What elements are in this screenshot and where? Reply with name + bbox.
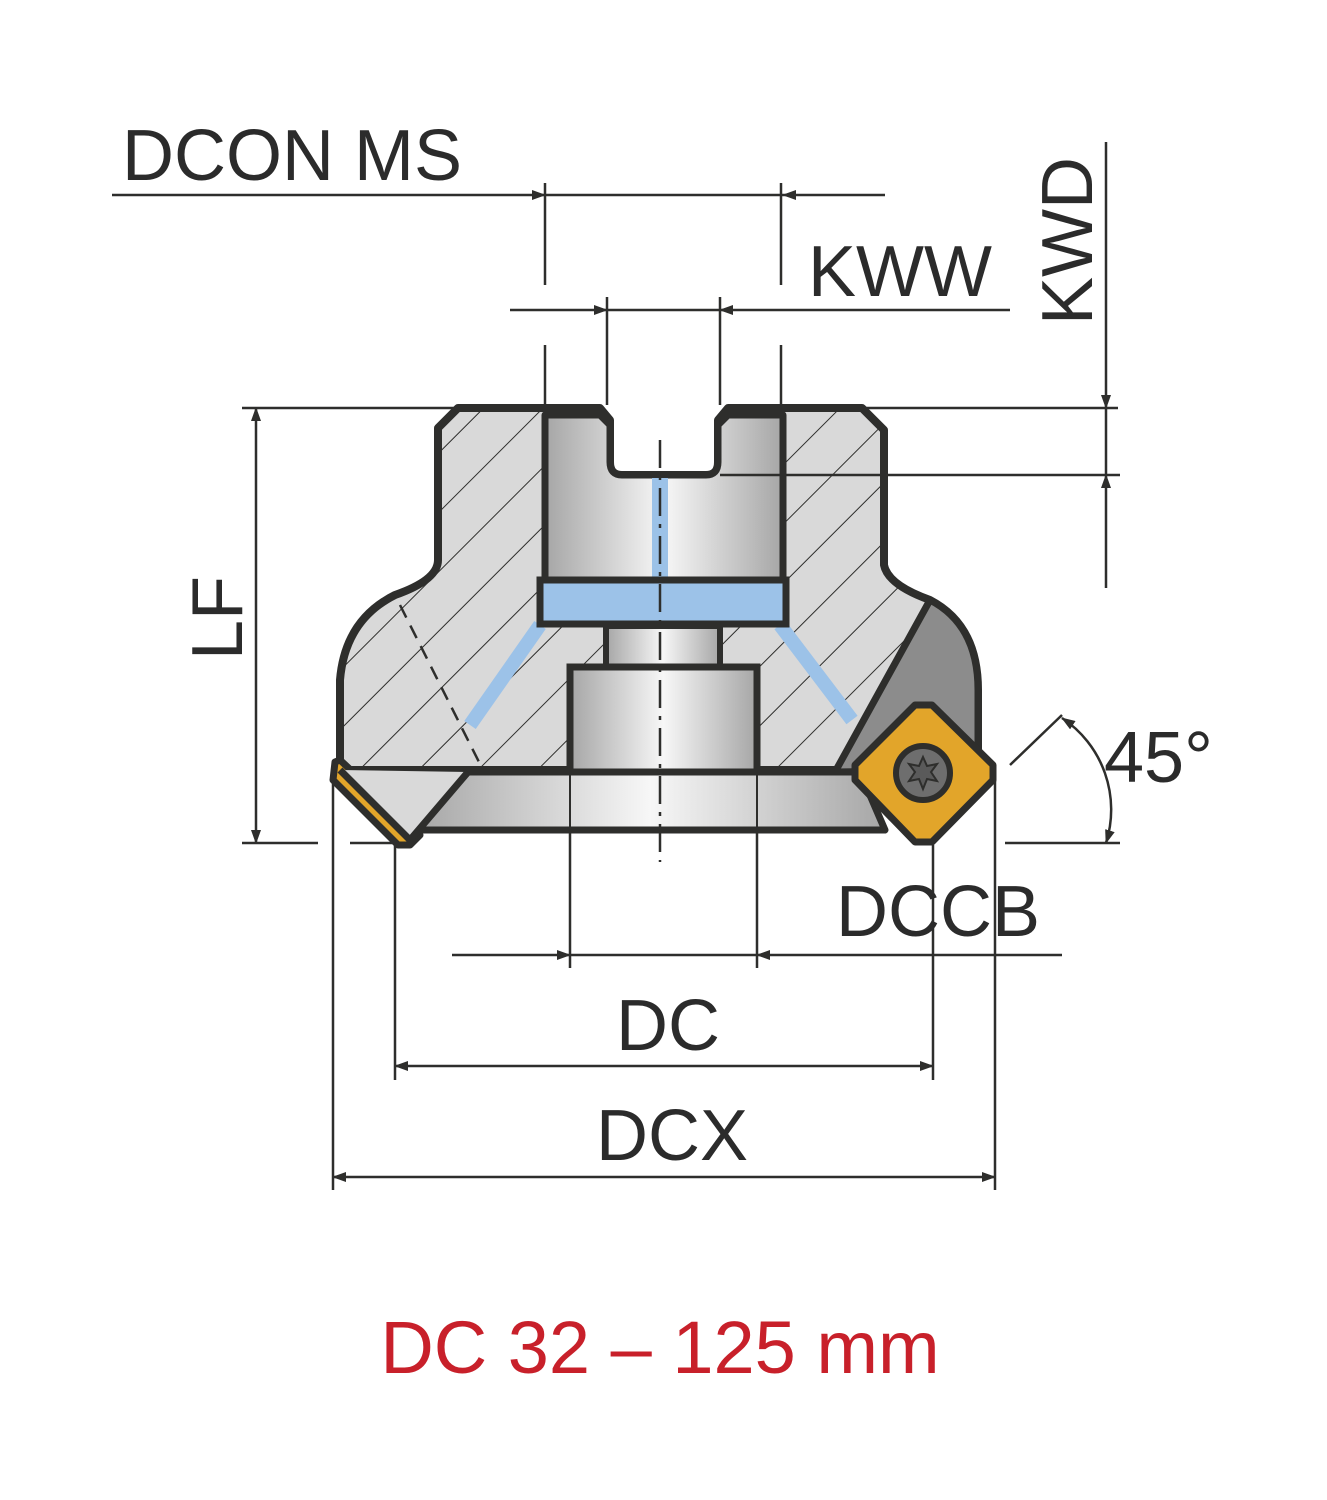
label-kwd: KWD xyxy=(1028,157,1108,325)
dimension-lines xyxy=(112,142,1120,1190)
torx-icon xyxy=(906,754,940,792)
bore-lower xyxy=(566,663,761,776)
label-lf: LF xyxy=(178,576,258,660)
label-dcx: DCX xyxy=(596,1096,748,1176)
label-dc: DC xyxy=(616,986,720,1066)
label-dccb: DCCB xyxy=(836,872,1040,952)
diameter-range-caption: DC 32 – 125 mm xyxy=(380,1306,939,1389)
label-angle: 45° xyxy=(1104,718,1213,798)
bottom-relief xyxy=(411,768,889,834)
coolant-channel-right xyxy=(774,620,858,725)
coolant-ring xyxy=(536,576,790,628)
label-dcon-ms: DCON MS xyxy=(122,116,462,196)
coolant-channel-left xyxy=(464,620,546,730)
hidden-line xyxy=(398,604,485,771)
bore-neck xyxy=(603,623,723,671)
body-left-edge xyxy=(337,767,471,844)
label-kww: KWW xyxy=(808,232,992,312)
